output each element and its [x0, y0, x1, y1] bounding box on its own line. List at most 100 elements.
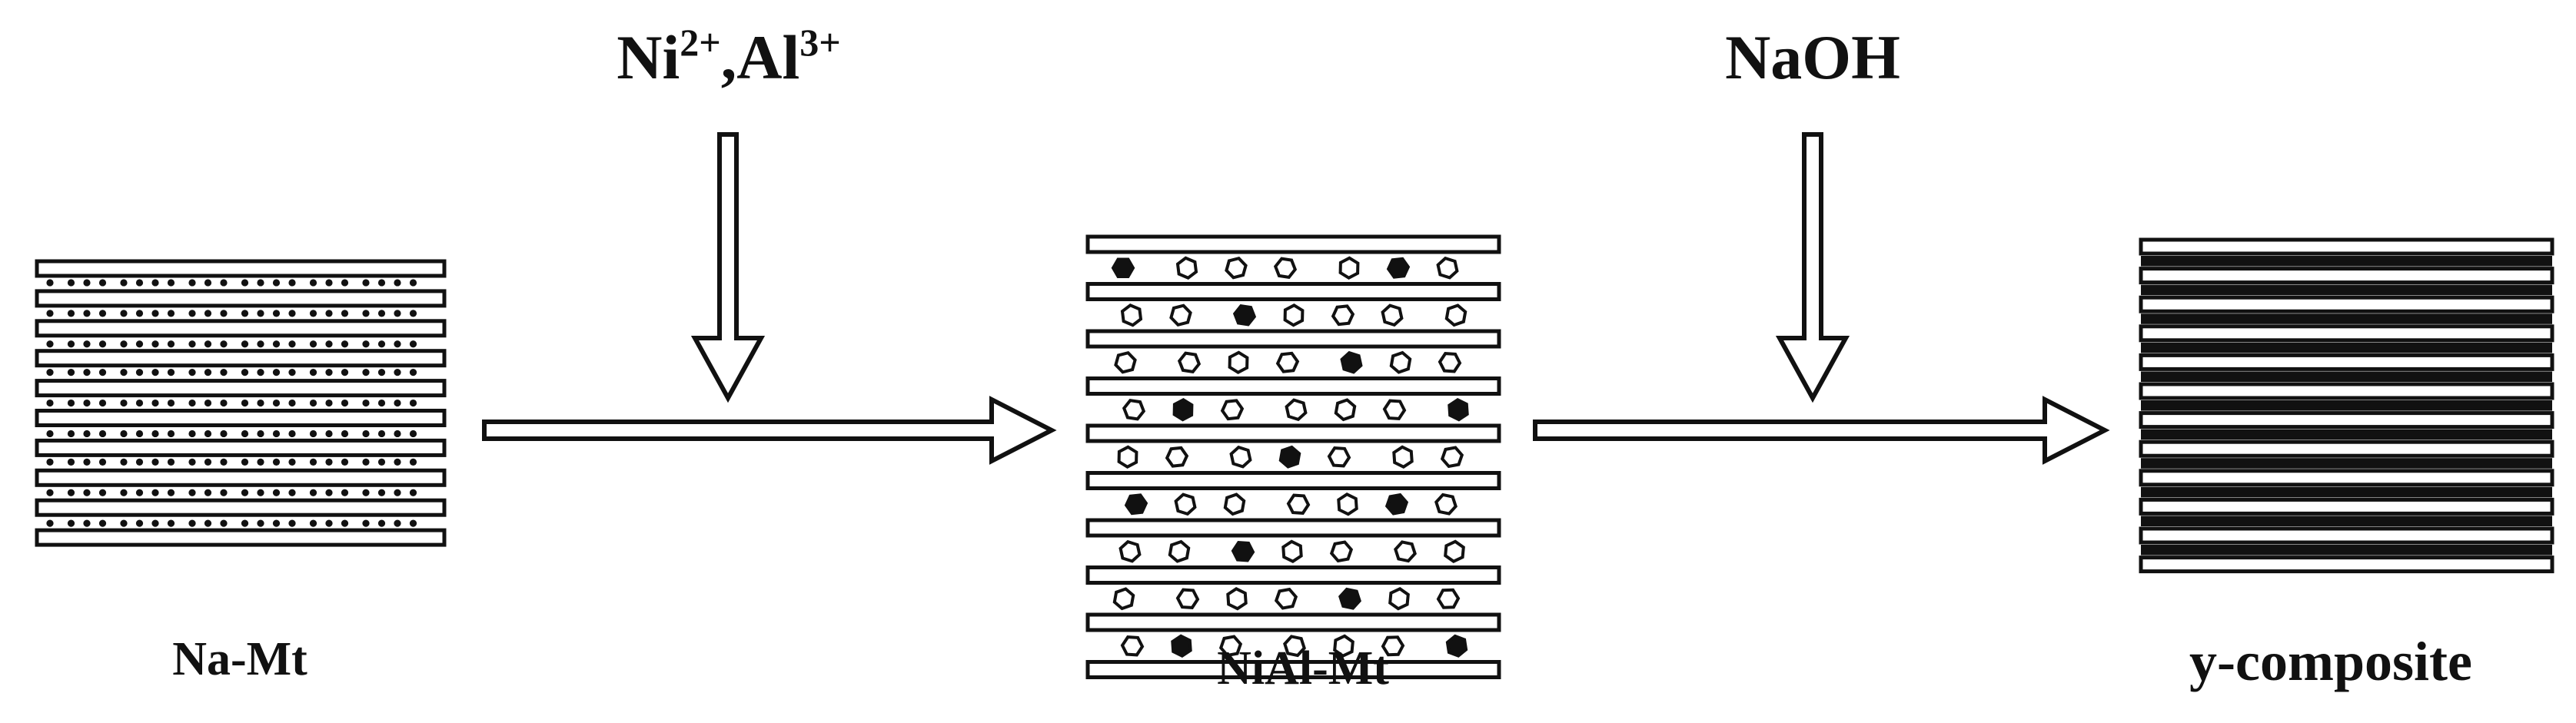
interlayer-cation — [151, 310, 159, 317]
nial-particle — [1436, 588, 1461, 609]
interlayer-cation — [309, 489, 317, 496]
nial-particle — [1333, 634, 1354, 658]
ldh-layer — [2141, 342, 2552, 353]
interlayer-cation — [241, 399, 249, 407]
nial-particle — [1386, 257, 1411, 279]
nial-particle — [1274, 587, 1298, 610]
nial-particle — [1111, 257, 1135, 278]
interlayer-cation — [204, 519, 212, 527]
interlayer-cation — [341, 429, 349, 438]
interlayer-cation — [341, 399, 349, 407]
interlayer-cation — [288, 429, 296, 438]
interlayer-cation — [394, 399, 401, 407]
nial-particle — [1273, 257, 1298, 280]
interlayer-cation — [394, 489, 401, 496]
interlayer-cation — [46, 340, 54, 348]
interlayer-cation — [362, 399, 370, 407]
interlayer-cation — [341, 340, 349, 348]
clay-layer — [35, 259, 447, 278]
interlayer-cation — [272, 340, 281, 348]
interlayer-cation — [220, 429, 228, 438]
interlayer-cation — [46, 429, 54, 438]
interlayer-cation — [83, 458, 91, 466]
nial-particle — [1334, 398, 1357, 422]
interlayer-cation — [204, 369, 212, 376]
interlayer-cation — [98, 489, 107, 496]
ldh-layer — [2141, 284, 2552, 296]
nial-particle — [1434, 493, 1458, 516]
y-composite-structure — [2139, 237, 2554, 574]
interlayer-cation — [120, 519, 128, 527]
interlayer-cation — [309, 519, 317, 527]
separator: , — [721, 22, 737, 92]
interlayer-cation — [257, 429, 264, 438]
nial-particle — [1231, 541, 1255, 562]
interlayer-cation — [220, 399, 228, 407]
interlayer-cation — [362, 519, 370, 527]
interlayer-cation — [46, 458, 54, 466]
interlayer-cation — [409, 458, 417, 466]
interlayer-cation — [120, 489, 128, 496]
interlayer-cation — [204, 310, 212, 317]
nial-particle — [1283, 303, 1305, 327]
nial-particle — [1220, 399, 1245, 421]
interlayer-cation — [220, 279, 228, 287]
interlayer-cation — [309, 279, 317, 287]
clay-layer — [35, 498, 447, 517]
nial-particle — [1112, 587, 1135, 611]
interlayer-cation — [67, 489, 75, 496]
nial-particle — [1117, 445, 1138, 469]
interlayer-cation — [151, 429, 159, 438]
interlayer-cation — [362, 279, 370, 287]
interlayer-cation — [167, 310, 175, 317]
interlayer-cation — [409, 399, 417, 407]
interlayer-cation — [188, 429, 196, 438]
clay-layer — [2139, 411, 2554, 429]
nial-particle — [1285, 398, 1308, 422]
interlayer-cation — [98, 519, 107, 527]
interlayer-cation — [257, 369, 264, 376]
interlayer-cation — [325, 489, 333, 496]
nial-particle — [1394, 540, 1417, 563]
interlayer-cation — [98, 369, 107, 376]
interlayer-cation — [325, 429, 333, 438]
interlayer-cation — [241, 279, 249, 287]
nial-particle — [1232, 303, 1257, 327]
interlayer-cation — [409, 340, 417, 348]
interlayer-cation — [288, 399, 296, 407]
nial-particle — [1175, 256, 1198, 280]
interlayer-cation — [409, 310, 417, 317]
interlayer-cation — [120, 340, 128, 348]
interlayer-cation — [67, 369, 75, 376]
interlayer-cation — [362, 310, 370, 317]
interlayer-cation — [188, 458, 196, 466]
interlayer-cation — [409, 369, 417, 376]
clay-layer — [35, 289, 447, 308]
interlayer-cation — [204, 279, 212, 287]
na-mt-structure — [35, 259, 447, 547]
clay-layer — [35, 468, 447, 487]
interlayer-cation — [394, 369, 401, 376]
interlayer-cation — [288, 340, 296, 348]
clay-layer — [1085, 565, 1501, 585]
interlayer-cation — [83, 310, 91, 317]
interlayer-cation — [204, 458, 212, 466]
nial-particle — [1338, 256, 1360, 280]
interlayer-cation — [167, 489, 175, 496]
stage-label-y-composite: y-composite — [2189, 631, 2472, 692]
clay-layer — [2139, 382, 2554, 400]
nial-particle — [1118, 539, 1142, 563]
clay-layer — [1085, 612, 1501, 632]
ni-text: Ni — [617, 22, 680, 92]
interlayer-cation — [377, 399, 386, 407]
interlayer-cation — [409, 279, 417, 287]
interlayer-cation — [167, 429, 175, 438]
interlayer-cation — [135, 519, 144, 527]
interlayer-cation — [288, 279, 296, 287]
interlayer-cation — [120, 458, 128, 466]
clay-layer — [35, 379, 447, 398]
interlayer-cation — [257, 519, 264, 527]
interlayer-cation — [257, 340, 264, 348]
interlayer-cation — [188, 489, 196, 496]
